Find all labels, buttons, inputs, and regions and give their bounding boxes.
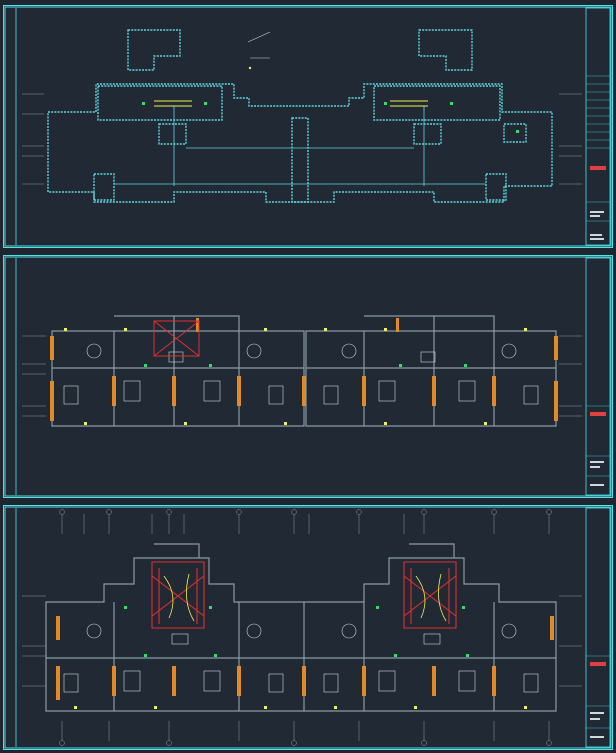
roof-inner-lines <box>114 106 486 186</box>
roof-stair-hatches <box>154 100 428 107</box>
sheet-ground-floor-plan[interactable] <box>3 505 613 750</box>
fire-alarm-circuit <box>151 561 457 629</box>
electrical-devices <box>124 606 469 657</box>
typical-floor-drawing <box>4 256 612 497</box>
structural-columns <box>56 616 554 700</box>
title-block <box>585 257 611 496</box>
sheet-side-label <box>6 12 16 72</box>
structural-columns <box>50 318 558 421</box>
light-fixtures <box>74 706 527 709</box>
revision-stamp <box>590 166 606 170</box>
sheet-roof-plan[interactable] <box>3 5 613 248</box>
fire-alarm-circuit <box>153 320 200 357</box>
electrical-devices <box>144 364 467 367</box>
light-fixtures <box>64 328 527 425</box>
sheet-side-label <box>6 512 16 572</box>
axis-markers <box>22 93 582 185</box>
roof-outline <box>47 29 553 203</box>
sheet-typical-floor-plan[interactable] <box>3 255 613 498</box>
title-block <box>585 7 611 246</box>
roof-plan-drawing <box>4 6 612 247</box>
furniture <box>63 623 539 693</box>
ground-floor-walls <box>45 543 557 712</box>
furniture <box>63 343 539 405</box>
floor-walls <box>51 315 557 427</box>
grid-bubble-circles <box>59 509 552 746</box>
title-block <box>585 507 611 748</box>
north-arrow <box>247 31 271 59</box>
roof-devices <box>142 102 519 133</box>
sheet-side-label <box>6 262 16 322</box>
column-grid-bubbles <box>22 514 582 741</box>
axis-markers <box>22 335 582 417</box>
ground-floor-drawing <box>4 506 612 749</box>
lighting-circuit <box>163 573 447 622</box>
